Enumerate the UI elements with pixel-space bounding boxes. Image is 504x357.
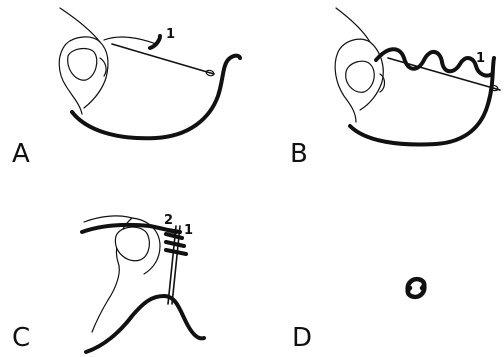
panel-c: 2 1 C <box>12 213 204 353</box>
needle-a <box>112 44 214 74</box>
knot-icon <box>408 279 425 297</box>
hand-a <box>59 8 156 114</box>
thread-c-bottom <box>86 296 204 352</box>
panel-letter-b: B <box>290 139 308 169</box>
needle-c <box>168 226 176 304</box>
panel-letter-c: C <box>12 323 30 353</box>
panel-b: 1 B <box>290 8 500 169</box>
step-label-c-2: 2 <box>164 213 173 228</box>
step-label-b-1: 1 <box>476 51 485 66</box>
step-label-a-1: 1 <box>166 27 175 42</box>
panel-a: 1 A <box>12 8 240 169</box>
hand-c <box>84 216 160 332</box>
step-label-c-1: 1 <box>184 223 193 238</box>
panel-letter-a: A <box>12 139 30 169</box>
thumbnail-b <box>346 61 375 92</box>
thumbnail-a <box>68 49 97 81</box>
hand-b <box>335 8 384 122</box>
thread-a <box>72 56 240 139</box>
panel-d: D <box>292 279 424 353</box>
thumbnail-c <box>115 227 149 261</box>
panel-letter-d: D <box>292 323 312 353</box>
